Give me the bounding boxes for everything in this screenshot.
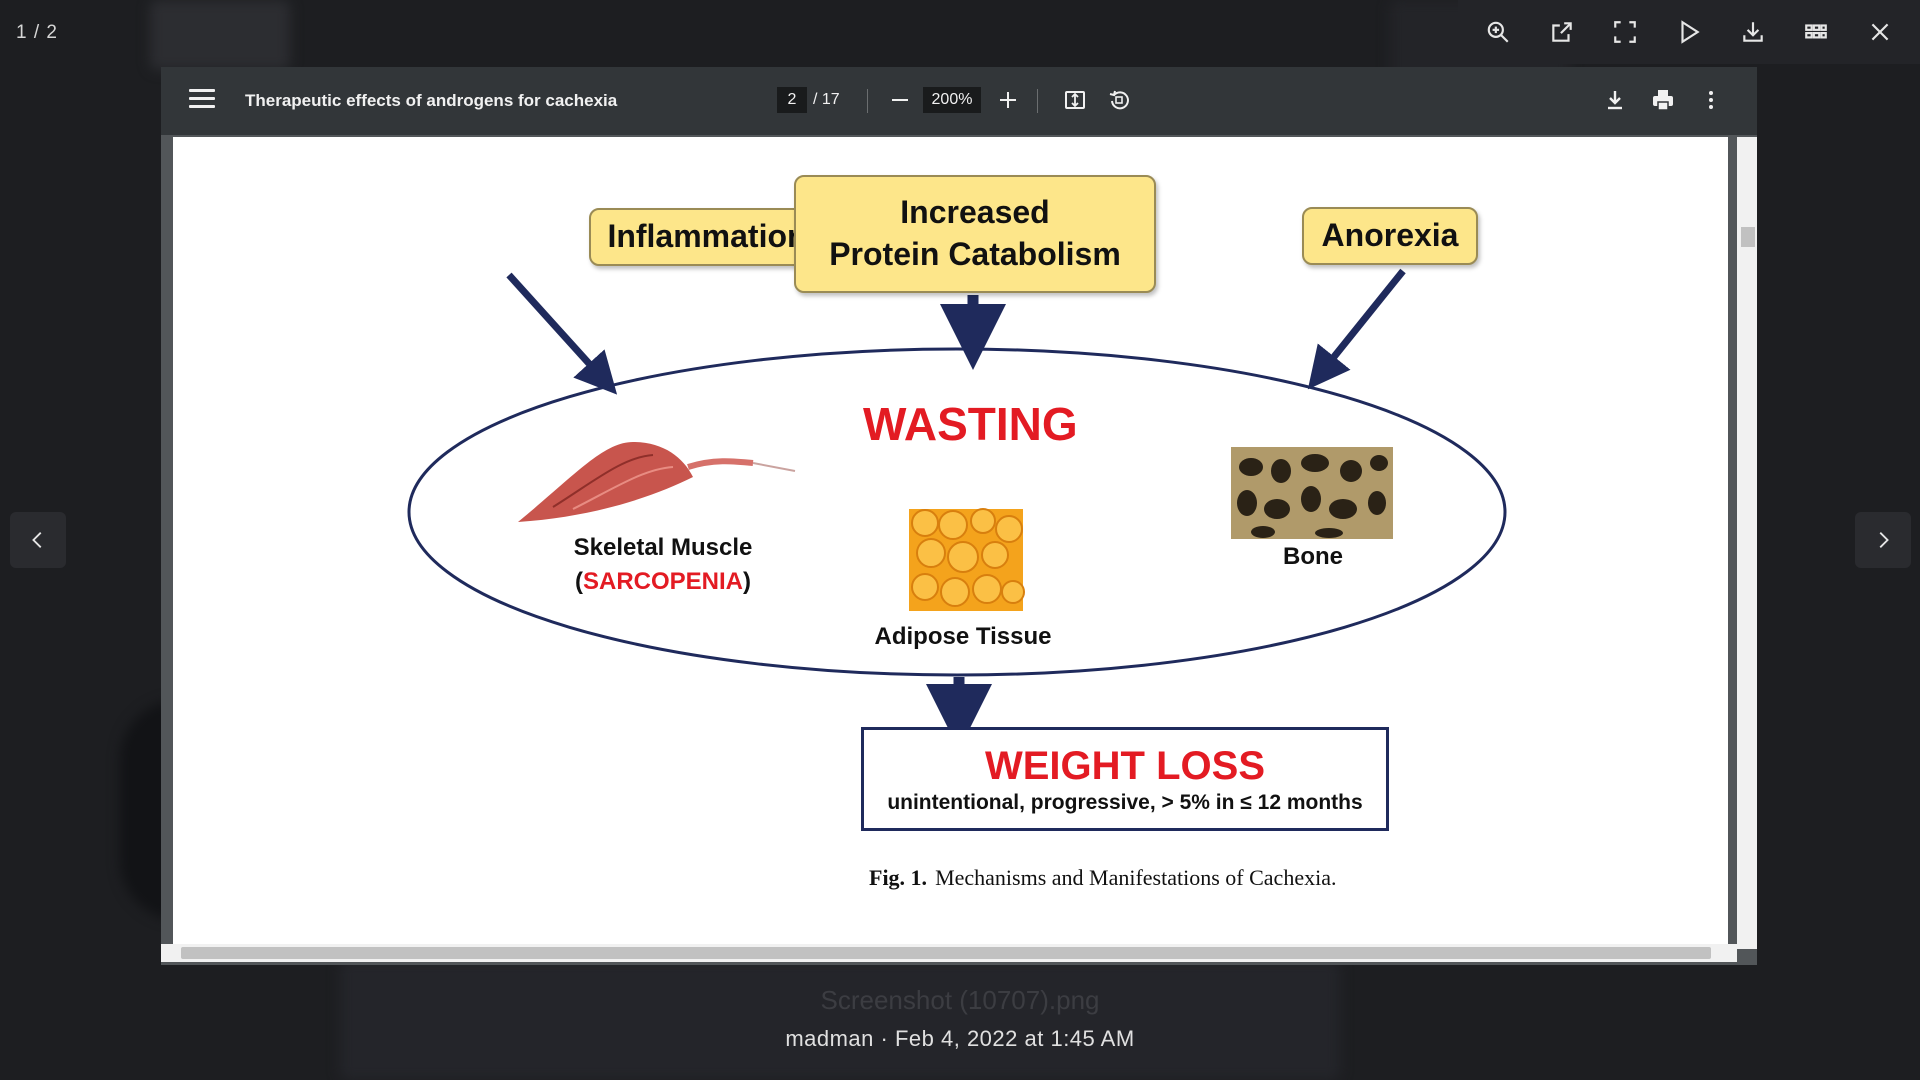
wasting-label: WASTING: [863, 398, 1078, 450]
figure-caption: Fig. 1. Mechanisms and Manifestations of …: [869, 865, 1336, 891]
grid-icon[interactable]: [1798, 14, 1834, 50]
chevron-left-icon: [32, 532, 42, 548]
fullscreen-icon[interactable]: [1607, 14, 1643, 50]
menu-icon[interactable]: [189, 89, 215, 113]
weight-loss-subtitle: unintentional, progressive, > 5% in ≤ 12…: [887, 791, 1363, 814]
zoom-out-button[interactable]: [887, 87, 913, 113]
document-title: Therapeutic effects of androgens for cac…: [245, 91, 618, 110]
weight-loss-title: WEIGHT LOSS: [985, 744, 1265, 788]
caption-label: Fig. 1.: [869, 865, 928, 890]
image-filename: Screenshot (10707).png: [820, 985, 1100, 1015]
print-icon[interactable]: [1649, 86, 1677, 114]
inflammation-box: Inflammation: [589, 208, 825, 266]
more-options-icon[interactable]: [1697, 86, 1725, 114]
download-icon[interactable]: [1735, 14, 1771, 50]
weight-loss-box: WEIGHT LOSS unintentional, progressive, …: [861, 727, 1389, 831]
inflammation-label: Inflammation: [607, 218, 807, 255]
bone-label: Bone: [1283, 543, 1343, 570]
page-number-input[interactable]: 2: [777, 87, 807, 113]
play-icon[interactable]: [1671, 14, 1707, 50]
divider: [867, 89, 868, 113]
page-total: / 17: [813, 91, 840, 108]
skeletal-muscle-text: Skeletal Muscle: [573, 534, 753, 561]
pdf-toolbar: Therapeutic effects of androgens for cac…: [161, 67, 1757, 135]
sarcopenia-text: SARCOPENIA: [582, 568, 744, 595]
anorexia-label: Anorexia: [1321, 217, 1459, 254]
next-image-button[interactable]: [1855, 512, 1911, 568]
close-icon[interactable]: [1862, 14, 1898, 50]
adipose-tissue-label: Adipose Tissue: [874, 623, 1052, 650]
pdf-viewer: Therapeutic effects of androgens for cac…: [161, 67, 1757, 965]
zoom-in-button[interactable]: [995, 87, 1021, 113]
protein-catabolism-box: Increased Protein Catabolism: [794, 175, 1156, 293]
protein-line-2: Protein Catabolism: [829, 236, 1121, 272]
protein-line-1: Increased: [900, 194, 1050, 231]
bone-image: [1231, 447, 1393, 539]
adipose-tissue-image: [909, 508, 1025, 611]
download-icon[interactable]: [1601, 86, 1629, 114]
sarcopenia-line: (SARCOPENIA): [574, 568, 752, 595]
backdrop-shape: [340, 960, 1340, 1080]
rotate-icon[interactable]: [1105, 86, 1133, 114]
zoom-in-icon[interactable]: [1480, 14, 1516, 50]
horizontal-scroll-thumb[interactable]: [181, 947, 1711, 959]
anorexia-box: Anorexia: [1302, 207, 1478, 265]
vertical-scrollbar[interactable]: [1737, 137, 1757, 949]
image-counter: 1 / 2: [16, 22, 58, 43]
top-toolbar: [1458, 0, 1920, 64]
open-external-icon[interactable]: [1544, 14, 1580, 50]
zoom-level[interactable]: 200%: [923, 87, 981, 113]
pdf-page: Inflammation Increased Protein Catabolis…: [173, 137, 1728, 949]
fit-page-icon[interactable]: [1061, 86, 1089, 114]
image-meta: madman · Feb 4, 2022 at 1:45 AM: [785, 1026, 1135, 1051]
divider: [1037, 89, 1038, 113]
diagram-graphics: [407, 268, 1507, 750]
arrow-inflammation: [506, 272, 618, 395]
skeletal-muscle-image: [518, 442, 796, 522]
vertical-scroll-thumb[interactable]: [1741, 227, 1755, 247]
previous-image-button[interactable]: [10, 512, 66, 568]
arrow-anorexia: [1307, 268, 1406, 390]
backdrop-shape: [150, 0, 290, 70]
chevron-right-icon: [1879, 532, 1889, 548]
caption-text: Mechanisms and Manifestations of Cachexi…: [935, 865, 1337, 890]
skeletal-muscle-label: Skeletal Muscle (SARCOPENIA): [493, 531, 833, 599]
